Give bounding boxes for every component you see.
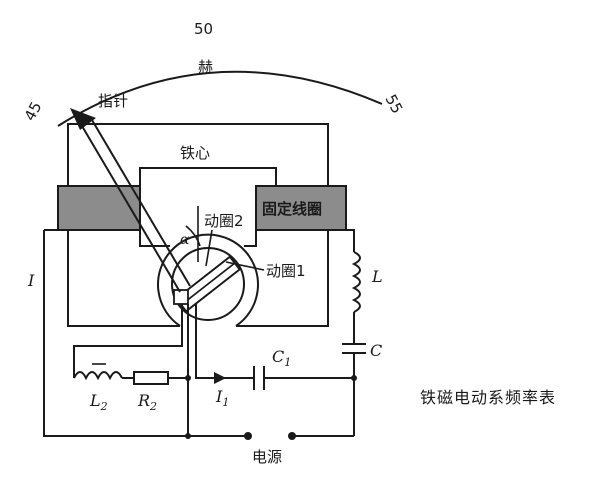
inductor-l2-label: L2 xyxy=(89,391,108,413)
pointer-shaft-outline-a xyxy=(81,125,181,293)
alpha-label: α xyxy=(180,232,190,248)
scale-tick-45: 45 xyxy=(21,99,46,124)
moving-coil-1-divider xyxy=(180,262,236,306)
moving-coil-2-base xyxy=(173,289,189,305)
inductor-l-label: L xyxy=(371,267,383,286)
moving-coil-lead-a xyxy=(73,304,183,378)
scale-arc xyxy=(57,70,383,127)
power-source-label: 电源 xyxy=(252,448,282,466)
wire-right-top xyxy=(346,229,355,252)
pointer-tip-icon xyxy=(70,108,96,130)
resistor-r2-icon xyxy=(133,371,169,385)
fixed-coil-label: 固定线圈 xyxy=(262,200,322,218)
pointer-label: 指针 xyxy=(98,92,128,110)
pole-inner-right xyxy=(244,230,257,247)
capacitor-c-label: C xyxy=(370,341,382,360)
current-i-label: I xyxy=(27,271,35,290)
capacitor-c1-label: C1 xyxy=(272,347,291,369)
fixed-coil-block xyxy=(255,185,347,231)
current-i1-label: I1 xyxy=(215,387,229,409)
scale-tick-50: 50 xyxy=(194,20,213,38)
iron-core-inner-top xyxy=(139,167,277,186)
inductor-l2-icon xyxy=(73,371,123,381)
rotor-cavity xyxy=(157,233,259,327)
pole-inner-left xyxy=(139,230,170,247)
figure-caption: 铁磁电动系频率表 xyxy=(420,388,557,407)
scale-tick-55: 55 xyxy=(381,91,406,116)
alpha-arc xyxy=(185,225,201,247)
wire-left-main xyxy=(43,230,246,437)
iron-core-left-lower xyxy=(67,230,180,327)
moving-coil-2-leader xyxy=(205,229,213,267)
moving-coil-2-label: 动圈2 xyxy=(204,212,244,230)
moving-coil-lead-c xyxy=(195,304,254,379)
moving-coil-1-label: 动圈1 xyxy=(266,262,306,280)
iron-core-right-lower xyxy=(236,230,329,327)
pole-piece-left xyxy=(57,185,141,231)
scale-unit: 赫 xyxy=(198,58,213,76)
pointer-shaft-outline-b xyxy=(91,119,191,287)
resistor-r2-label: R2 xyxy=(137,391,157,413)
iron-core-outer xyxy=(67,123,329,186)
node-r2 xyxy=(185,375,191,381)
moving-coil-1-leader xyxy=(225,261,265,271)
power-terminal-left-icon xyxy=(244,432,252,440)
iron-core-label: 铁心 xyxy=(180,144,210,162)
current-i1-arrow-icon xyxy=(214,372,226,384)
node-bottom-left xyxy=(185,433,191,439)
inductor-l-icon xyxy=(351,251,361,313)
